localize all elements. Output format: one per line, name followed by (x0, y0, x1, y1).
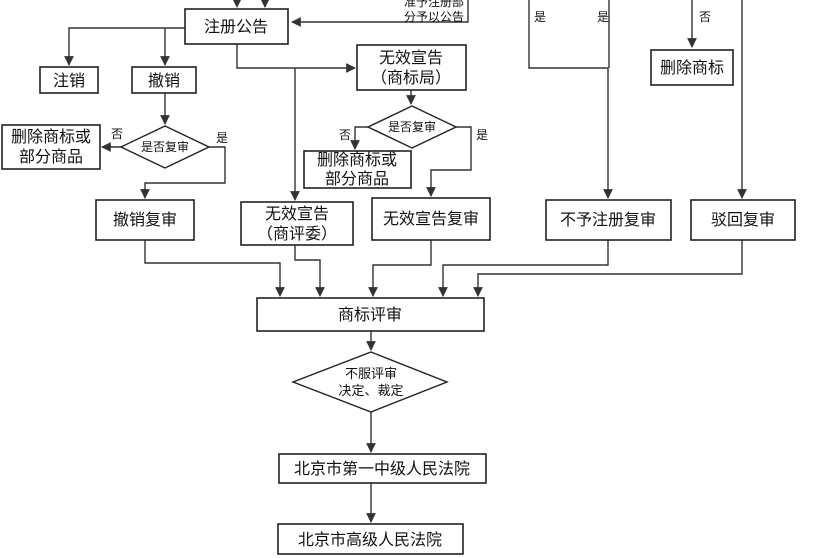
node-invalid-delete: 删除商标或 部分商品 (303, 150, 412, 189)
invalid-decision-label: 是否复审 (388, 119, 436, 134)
revoke-label: 撤销 (148, 71, 180, 90)
arrow-reject-review-to-tm (473, 240, 743, 297)
arrow-to-cancel (64, 27, 185, 66)
edge-labels: 准予注册部 分予以公告 是 是 否 否 是 否 是 (111, 0, 711, 145)
invalid-review-label: 无效宣告复审 (383, 209, 479, 228)
node-disagree-decision: 不服评审 决定、裁定 (291, 351, 449, 413)
label-no-1: 否 (699, 10, 711, 24)
label-no-revoke: 否 (111, 127, 123, 141)
connectors (64, 0, 747, 523)
invalid-delete-line1: 删除商标或 (317, 150, 397, 169)
top-note-line2: 分予以公告 (404, 10, 464, 24)
court-first-label: 北京市第一中级人民法院 (294, 459, 470, 478)
arrow-refuse-review-to-tm (438, 240, 609, 297)
node-revoke-review: 撤销复审 (95, 199, 195, 241)
invalid-tmo-line2: （商标局） (371, 68, 451, 87)
node-court-first: 北京市第一中级人民法院 (278, 453, 487, 484)
label-yes-2: 是 (597, 10, 609, 24)
node-register-announce: 注册公告 (184, 8, 289, 45)
revoke-decision-label: 是否复审 (141, 139, 189, 154)
invalid-tmo-line1: 无效宣告 (379, 48, 443, 67)
node-reject-review: 驳回复审 (690, 199, 796, 241)
invalid-delete-line2: 部分商品 (325, 169, 389, 188)
disagree-line2: 决定、裁定 (338, 383, 403, 399)
delete-trademark-label: 删除商标 (660, 58, 724, 77)
revoke-review-label: 撤销复审 (113, 210, 177, 229)
top-note-line1: 准予注册部 (404, 0, 464, 9)
arrow-revoke-review-to-tm (144, 240, 285, 297)
arrow-approval-to-announce (291, 0, 469, 27)
node-trademark-review: 商标评审 (256, 297, 485, 332)
trademark-review-label: 商标评审 (338, 305, 402, 324)
node-cancel: 注销 (39, 66, 99, 94)
node-revoke: 撤销 (131, 66, 197, 94)
arrow-invalid-trab-to-tm (294, 245, 325, 297)
register-announce-label: 注册公告 (204, 17, 268, 36)
label-no-invalid: 否 (339, 128, 351, 142)
node-revoke-delete: 删除商标或 部分商品 (1, 124, 101, 170)
arrow-to-refuse-review (528, 0, 613, 199)
label-yes-revoke: 是 (216, 131, 228, 145)
arrow-revoke-dia-yes (140, 146, 226, 199)
arrow-invalid-dia-no (350, 126, 368, 150)
arrow-invalid-review-to-tm (368, 240, 432, 297)
reject-review-label: 驳回复审 (711, 210, 775, 229)
label-yes-invalid: 是 (476, 128, 488, 142)
node-revoke-decision: 是否复审 (119, 125, 211, 169)
node-invalid-decision: 是否复审 (366, 105, 458, 149)
label-yes-1: 是 (534, 10, 546, 24)
refuse-register-review-label: 不予注册复审 (560, 210, 656, 229)
node-invalid-tmo: 无效宣告 （商标局） (356, 44, 467, 91)
cancel-label: 注销 (53, 71, 85, 90)
node-invalid-review: 无效宣告复审 (371, 197, 491, 241)
court-high-label: 北京市高级人民法院 (298, 530, 442, 549)
node-court-high: 北京市高级人民法院 (277, 523, 464, 555)
arrow-invalid-dia-yes (426, 126, 472, 197)
node-refuse-register-review: 不予注册复审 (545, 199, 672, 241)
invalid-trab-line2: （商评委） (257, 224, 337, 243)
node-delete-trademark: 删除商标 (650, 49, 734, 86)
revoke-delete-line2: 部分商品 (19, 147, 83, 166)
arrow-to-invalid-tmo (236, 44, 356, 73)
revoke-delete-line1: 删除商标或 (11, 127, 91, 146)
disagree-line1: 不服评审 (345, 367, 397, 382)
node-invalid-trab: 无效宣告 （商评委） (240, 201, 354, 246)
invalid-trab-line1: 无效宣告 (265, 204, 329, 223)
